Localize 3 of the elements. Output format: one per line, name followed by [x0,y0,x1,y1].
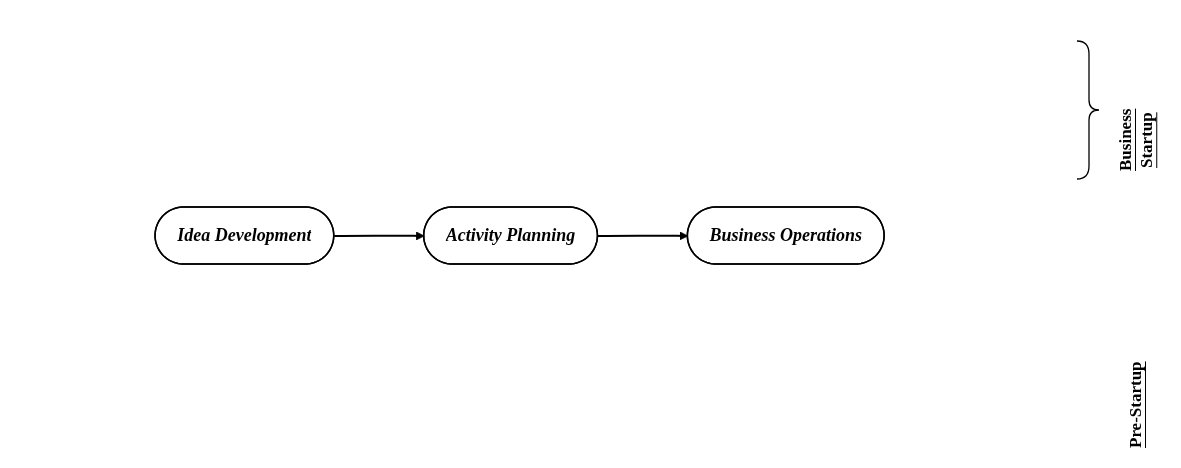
arrow [597,231,689,240]
section-label: Business Startup [1115,107,1158,174]
section-label: Pre-Startup [1125,360,1146,451]
